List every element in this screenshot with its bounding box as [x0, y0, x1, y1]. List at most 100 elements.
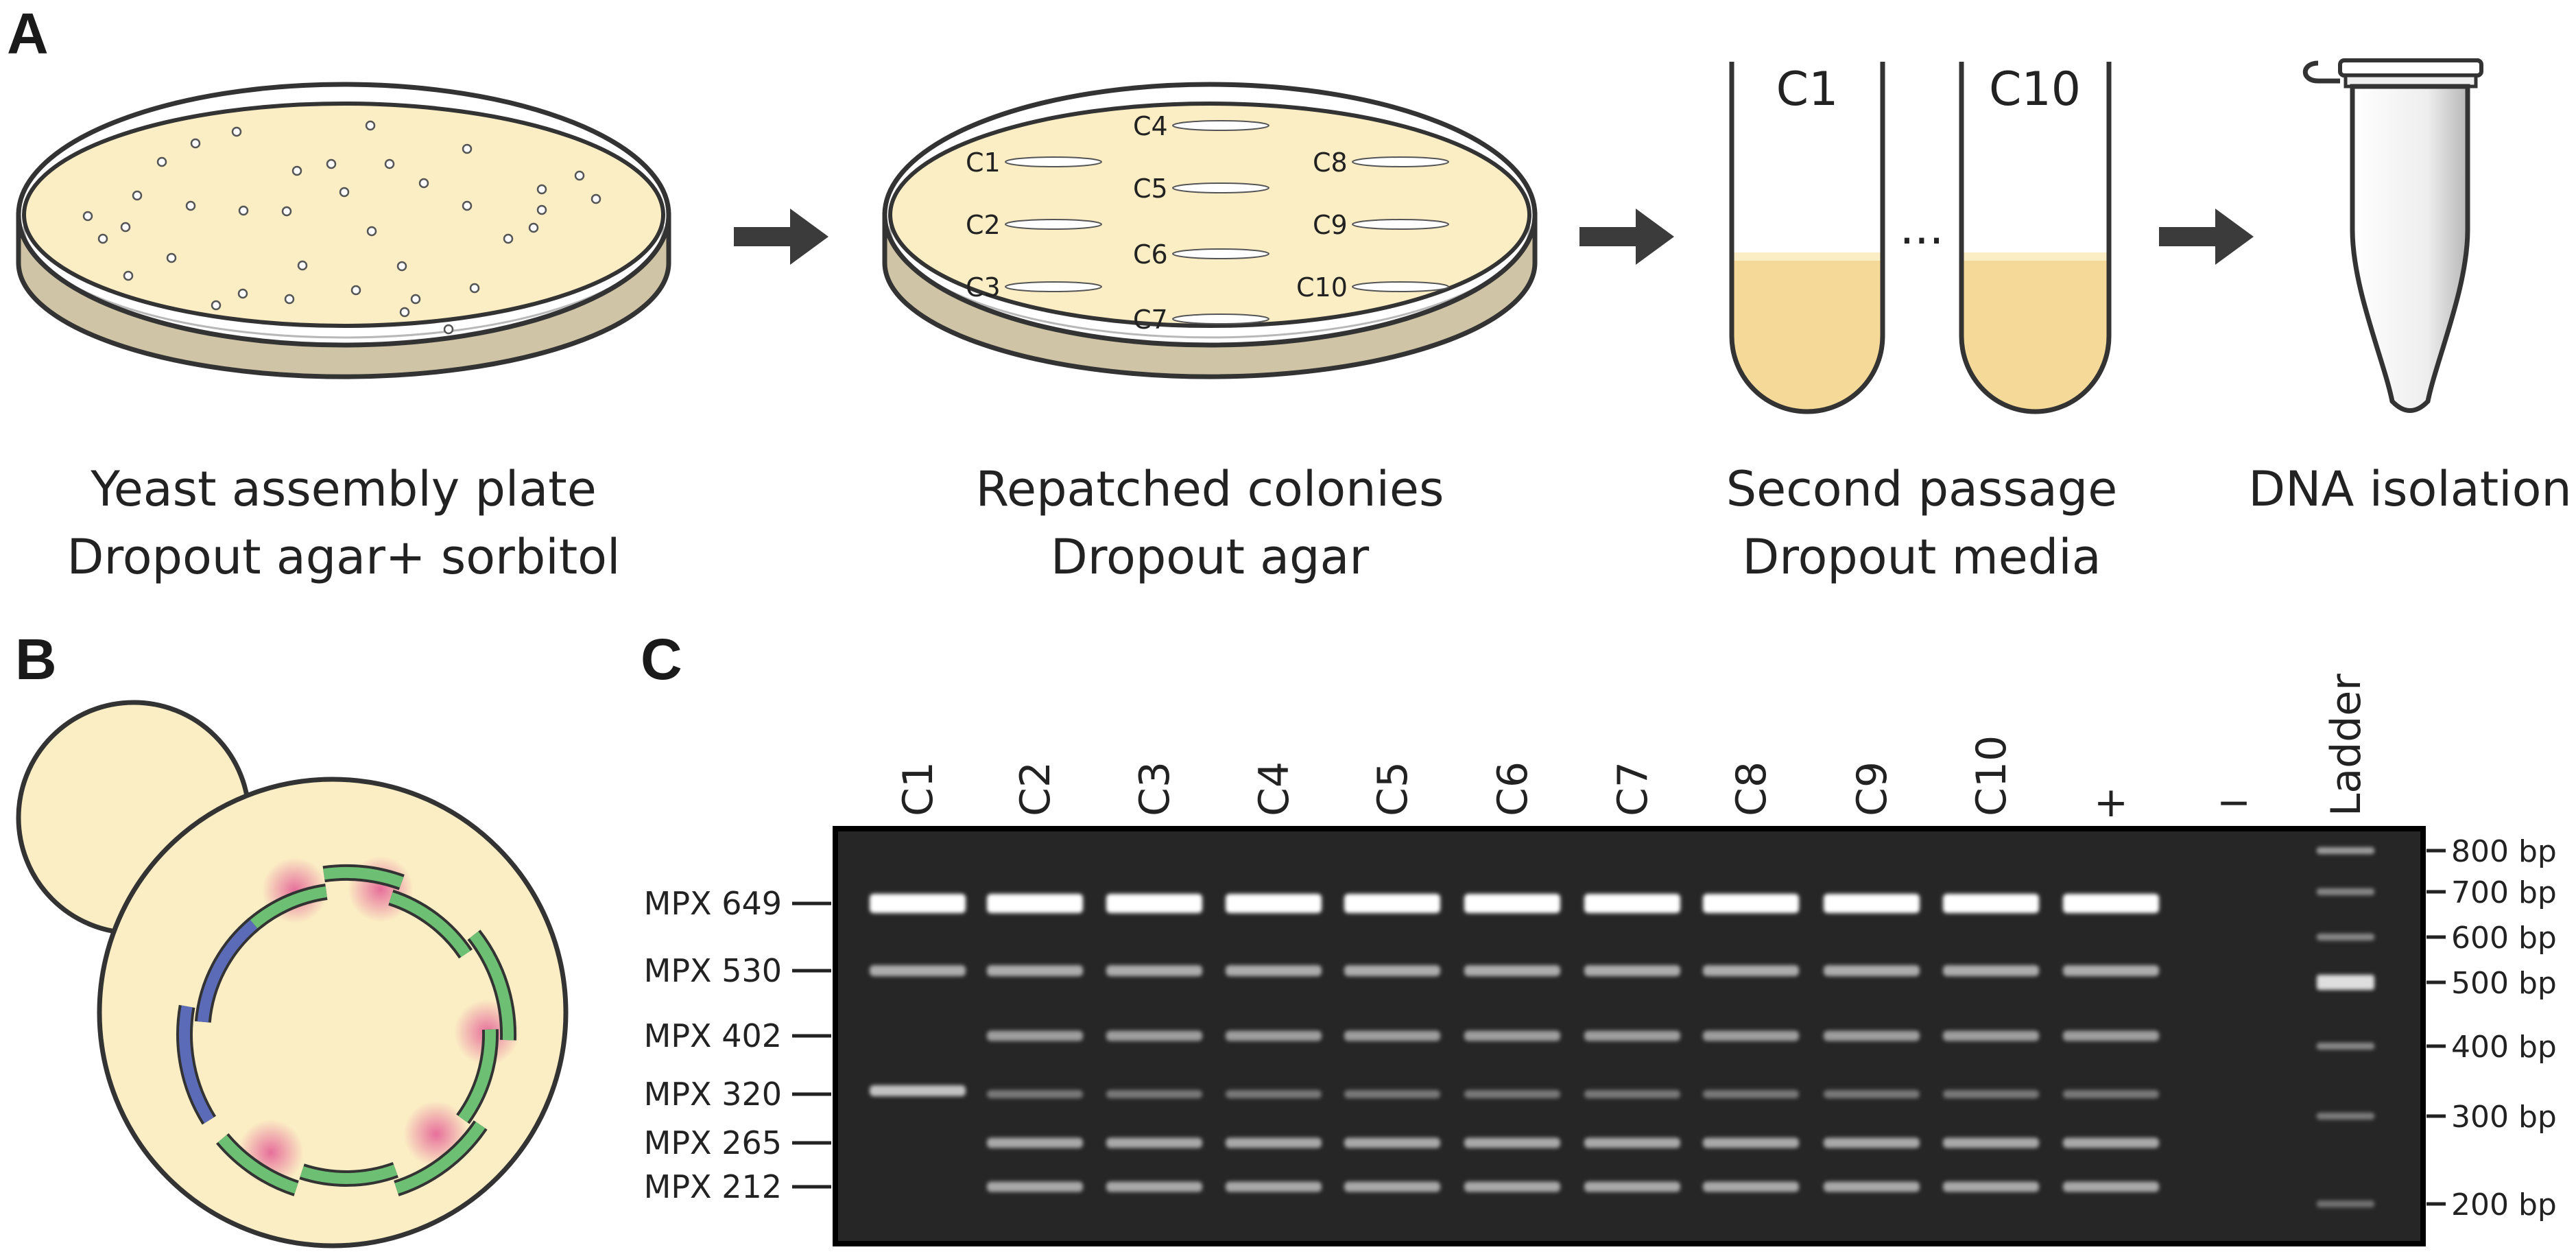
- gel-band-C8-320: [1703, 1090, 1799, 1098]
- plasmid-fragment-green-4: [469, 931, 514, 1041]
- gel-band-+-402: [2063, 1030, 2159, 1041]
- culture-tube-c1: C1: [1729, 62, 1885, 414]
- gel-band-C2-402: [987, 1030, 1083, 1041]
- colony-1: [156, 156, 167, 167]
- lane-label-c8: C8: [1728, 761, 1776, 816]
- gel-band-C3-320: [1106, 1090, 1202, 1098]
- plasmid-fragment-green-8: [218, 1135, 298, 1194]
- gel-band-C5-265: [1344, 1137, 1440, 1148]
- gel-band-C4-320: [1226, 1090, 1322, 1098]
- colony-7: [82, 211, 93, 222]
- colony-2: [190, 138, 201, 149]
- yeast-cell-diagram: [16, 700, 569, 1249]
- colony-37: [443, 324, 454, 335]
- colony-6: [120, 222, 131, 233]
- colony-30: [536, 204, 547, 215]
- gel-band-C7-402: [1584, 1030, 1680, 1041]
- gel-band-+-530: [2063, 965, 2159, 976]
- panel-c-letter: C: [641, 627, 682, 691]
- gel-band-+-320: [2063, 1090, 2159, 1098]
- gel-band-C5-530: [1344, 965, 1440, 976]
- gel-band-C2-649: [987, 894, 1083, 913]
- yeast-colonies: [82, 120, 601, 335]
- bp-label-400: 400 bp: [2451, 1030, 2557, 1065]
- ladder-band-500: [2317, 975, 2374, 990]
- ladder-band-800: [2317, 847, 2374, 854]
- tube-ellipsis: ...: [1900, 201, 1944, 255]
- colony-31: [591, 193, 601, 204]
- colony-27: [503, 233, 514, 244]
- patch-c5: C5: [1133, 174, 1269, 204]
- colony-33: [237, 288, 248, 299]
- lane-label-c10: C10: [1968, 735, 2016, 816]
- colony-9: [166, 252, 177, 263]
- plasmid-fragment-green-5: [458, 1029, 496, 1123]
- bp-label-800: 800 bp: [2451, 834, 2557, 869]
- gel-band-C2-265: [987, 1137, 1083, 1148]
- plasmid-fragment-blue-1: [179, 1005, 214, 1124]
- gel-band-C8-530: [1703, 965, 1799, 976]
- patch-c9: C9: [1313, 210, 1449, 240]
- colony-36: [399, 307, 410, 318]
- gel-band-C9-265: [1824, 1137, 1920, 1148]
- ladder-band-300: [2317, 1113, 2374, 1120]
- gel-band-C6-402: [1464, 1030, 1560, 1041]
- ladder-band-200: [2317, 1200, 2374, 1207]
- arrow-1-icon: [734, 209, 828, 265]
- gel-band-+-212: [2063, 1181, 2159, 1192]
- colony-25: [462, 200, 473, 211]
- tube-label-c1: C1: [1776, 62, 1839, 117]
- gel-band-C8-265: [1703, 1137, 1799, 1148]
- isolation-caption: DNA isolation: [2248, 461, 2572, 517]
- lane-label-positive: +: [2094, 779, 2128, 827]
- patch-c4: C4: [1133, 111, 1269, 141]
- lane-label-c9: C9: [1848, 761, 1896, 816]
- plate2-caption-line1: Repatched colonies: [976, 461, 1444, 517]
- lane-label-c4: C4: [1250, 761, 1298, 816]
- gel-band-C6-212: [1464, 1181, 1560, 1192]
- gel-band-C10-649: [1943, 894, 2039, 913]
- gel-band-C10-212: [1943, 1181, 2039, 1192]
- bp-label-500: 500 bp: [2451, 966, 2557, 1001]
- colony-24: [410, 294, 421, 305]
- gel-band-C1-649: [870, 894, 966, 913]
- microcentrifuge-tube-icon: [2302, 58, 2483, 413]
- gel-band-C7-265: [1584, 1137, 1680, 1148]
- gel-band-C10-402: [1943, 1030, 2039, 1041]
- colony-11: [238, 205, 249, 216]
- patch-label-c2: C2: [966, 210, 1001, 240]
- patch-label-c1: C1: [966, 147, 1001, 178]
- gel-band-C6-530: [1464, 965, 1560, 976]
- lane-label-c3: C3: [1131, 761, 1179, 816]
- patch-c6: C6: [1133, 239, 1269, 270]
- arrow-2-icon: [1579, 209, 1674, 265]
- colony-8: [97, 233, 108, 244]
- lane-label-c7: C7: [1609, 761, 1657, 816]
- colony-29: [574, 170, 585, 181]
- colony-14: [365, 120, 376, 131]
- ladder-band-400: [2317, 1043, 2374, 1050]
- patch-c8: C8: [1313, 147, 1449, 178]
- colony-15: [384, 158, 395, 169]
- gel-band-C8-212: [1703, 1181, 1799, 1192]
- colony-3: [231, 126, 242, 137]
- gel-band-C1-530: [870, 965, 966, 976]
- colony-17: [366, 226, 377, 237]
- repatched-colonies-plate: C1 C2 C3 C4 C5 C6 C7 C8: [882, 82, 1538, 379]
- patch-label-c5: C5: [1133, 174, 1168, 204]
- plate1-caption-line1: Yeast assembly plate: [90, 461, 597, 517]
- gel-band-C9-530: [1824, 965, 1920, 976]
- colony-26: [469, 283, 480, 294]
- mpx-label-265: MPX 265: [644, 1124, 782, 1161]
- bp-label-700: 700 bp: [2451, 875, 2557, 910]
- gel-band-+-649: [2063, 894, 2159, 913]
- bp-label-600: 600 bp: [2451, 921, 2557, 956]
- gel-band-C2-212: [987, 1181, 1083, 1192]
- gel-band-C4-265: [1226, 1137, 1322, 1148]
- lane-label-c2: C2: [1012, 761, 1060, 816]
- gel-band-C5-320: [1344, 1090, 1440, 1098]
- gel-image: [833, 826, 2426, 1246]
